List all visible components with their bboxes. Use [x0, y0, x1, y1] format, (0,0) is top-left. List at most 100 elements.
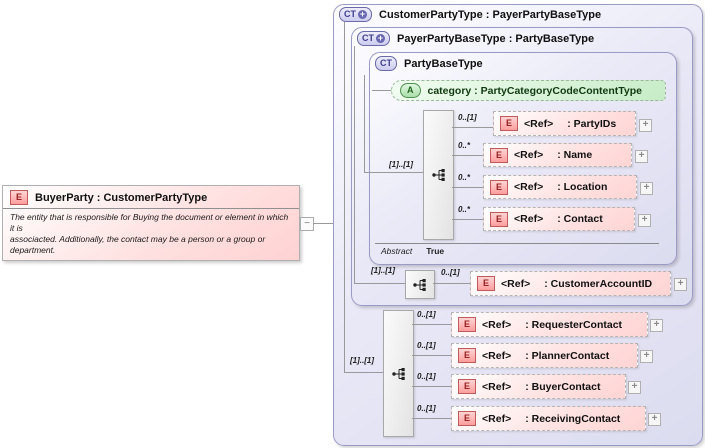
expand-toggle-icon[interactable]: + — [648, 413, 661, 426]
buyer-party-description: The entity that is responsible for Buyin… — [10, 212, 289, 256]
element-icon: E — [458, 317, 477, 332]
requester-contact-element[interactable]: E <Ref> : RequesterContact — [451, 312, 648, 337]
element-ref: <Ref> — [514, 149, 544, 161]
element-type: : Location — [557, 181, 608, 193]
expand-toggle-icon[interactable]: + — [635, 150, 648, 163]
expand-toggle-icon[interactable]: + — [638, 214, 651, 227]
abstract-row: Abstract True — [381, 246, 444, 256]
element-icon: E — [490, 179, 509, 195]
party-base-type-header: CT PartyBaseType — [375, 56, 483, 71]
element-type: : RequesterContact — [525, 318, 623, 331]
element-cardinality: 0..* — [458, 173, 471, 182]
element-type: : PartyIDs — [567, 117, 617, 130]
group-cardinality: [1]..[1] — [371, 266, 395, 275]
customer-party-type-header: CT+ CustomerPartyType : PayerPartyBaseTy… — [339, 7, 601, 22]
element-type: : BuyerContact — [525, 380, 601, 393]
receiving-contact-element[interactable]: E <Ref> : ReceivingContact — [451, 406, 646, 431]
element-ref: <Ref> — [482, 380, 512, 393]
element-type: : PlannerContact — [525, 349, 610, 362]
element-icon: E — [458, 348, 477, 363]
connector-line — [364, 172, 423, 173]
planner-contact-element[interactable]: E <Ref> : PlannerContact — [451, 343, 638, 368]
element-cardinality: 0..* — [458, 141, 471, 150]
sequence-compositor[interactable] — [405, 270, 435, 299]
complex-type-icon: CT — [375, 56, 397, 71]
sequence-icon — [391, 367, 405, 380]
element-type: : Name — [557, 149, 593, 161]
element-ref: <Ref> — [524, 117, 554, 130]
element-ref: <Ref> — [514, 181, 544, 193]
element-icon: E — [10, 190, 29, 205]
element-type: : Contact — [557, 213, 603, 225]
complex-type-derived-icon: CT+ — [339, 7, 372, 22]
element-cardinality: 0..[1] — [417, 372, 436, 381]
connector-line — [433, 283, 470, 284]
buyer-party-element[interactable]: E BuyerParty : CustomerPartyType The ent… — [2, 185, 300, 261]
payer-party-base-type-label: PayerPartyBaseType : PartyBaseType — [397, 32, 595, 45]
abstract-separator — [375, 243, 659, 244]
collapse-toggle-icon[interactable]: − — [300, 217, 314, 231]
connector-line — [452, 127, 493, 128]
buyer-party-header: E BuyerParty : CustomerPartyType — [3, 186, 299, 209]
attribute-icon: A — [400, 83, 421, 98]
element-icon: E — [458, 411, 477, 426]
abstract-value: True — [426, 246, 445, 256]
abstract-label: Abstract — [381, 246, 413, 256]
connector-line — [354, 283, 405, 284]
sequence-compositor[interactable] — [383, 310, 414, 437]
expand-toggle-icon[interactable]: + — [640, 182, 653, 195]
connector-line — [452, 187, 483, 188]
derived-plus-icon: + — [358, 9, 367, 19]
party-ids-element[interactable]: E <Ref> : PartyIDs — [493, 111, 636, 136]
payer-party-base-type-header: CT+ PayerPartyBaseType : PartyBaseType — [357, 31, 594, 46]
element-ref: <Ref> — [514, 213, 544, 225]
connector-line — [412, 355, 451, 356]
sequence-compositor[interactable] — [423, 110, 454, 240]
connector-line — [372, 90, 391, 91]
expand-toggle-icon[interactable]: + — [674, 278, 687, 291]
element-cardinality: 0..[1] — [417, 404, 436, 413]
element-cardinality: 0..[1] — [458, 113, 477, 122]
category-attribute[interactable]: A category : PartyCategoryCodeContentTyp… — [391, 80, 666, 101]
expand-toggle-icon[interactable]: + — [640, 350, 653, 363]
ct-glyph: CT — [380, 58, 392, 68]
expand-toggle-icon[interactable]: + — [650, 319, 663, 332]
element-ref: <Ref> — [482, 412, 512, 425]
element-cardinality: 0..[1] — [441, 268, 460, 277]
element-ref: <Ref> — [501, 277, 531, 290]
element-icon: E — [500, 116, 519, 131]
connector-line — [344, 22, 345, 372]
element-type: : CustomerAccountID — [544, 277, 653, 290]
element-icon: E — [490, 211, 509, 227]
element-ref: <Ref> — [482, 318, 512, 331]
element-icon: E — [490, 147, 509, 163]
customer-party-type-label: CustomerPartyType : PayerPartyBaseType — [379, 8, 602, 21]
connector-line — [354, 46, 355, 283]
expand-toggle-icon[interactable]: + — [639, 119, 652, 132]
customer-account-id-element[interactable]: E <Ref> : CustomerAccountID — [470, 271, 671, 296]
sequence-icon — [413, 278, 426, 291]
connector-line — [412, 418, 451, 419]
element-cardinality: 0..* — [458, 205, 471, 214]
sequence-icon — [431, 169, 445, 181]
name-element[interactable]: E <Ref> : Name — [483, 143, 632, 167]
group-cardinality: [1]..[1] — [389, 160, 413, 169]
contact-element[interactable]: E <Ref> : Contact — [483, 207, 635, 231]
element-type: : ReceivingContact — [525, 412, 621, 425]
group-cardinality: [1]..[1] — [350, 356, 374, 365]
element-ref: <Ref> — [482, 349, 512, 362]
element-cardinality: 0..[1] — [417, 341, 436, 350]
derived-plus-icon: + — [376, 33, 385, 43]
party-base-type-label: PartyBaseType — [404, 57, 483, 70]
connector-line — [452, 219, 483, 220]
connector-line — [364, 75, 365, 172]
expand-toggle-icon[interactable]: + — [628, 381, 641, 394]
element-icon: E — [477, 276, 496, 291]
ct-glyph: CT — [362, 33, 374, 43]
element-cardinality: 0..[1] — [417, 310, 436, 319]
buyer-contact-element[interactable]: E <Ref> : BuyerContact — [451, 374, 626, 399]
location-element[interactable]: E <Ref> : Location — [483, 175, 637, 199]
buyer-party-title: BuyerParty : CustomerPartyType — [35, 191, 208, 204]
element-icon: E — [458, 379, 477, 394]
